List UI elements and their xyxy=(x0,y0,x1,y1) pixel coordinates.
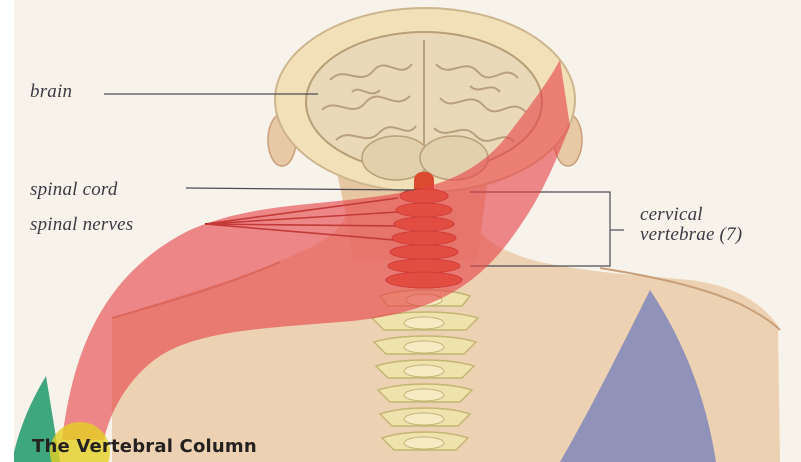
label-cervical: cervical xyxy=(640,205,703,226)
label-brain: brain xyxy=(30,82,72,103)
label-spinal-nerves: spinal nerves xyxy=(30,215,133,236)
left-margin xyxy=(0,0,14,462)
caption-vertebral-column: The Vertebral Column xyxy=(32,436,257,457)
label-spinal-cord: spinal cord xyxy=(30,180,118,201)
label-vertebrae-count: vertebrae (7) xyxy=(640,225,742,246)
